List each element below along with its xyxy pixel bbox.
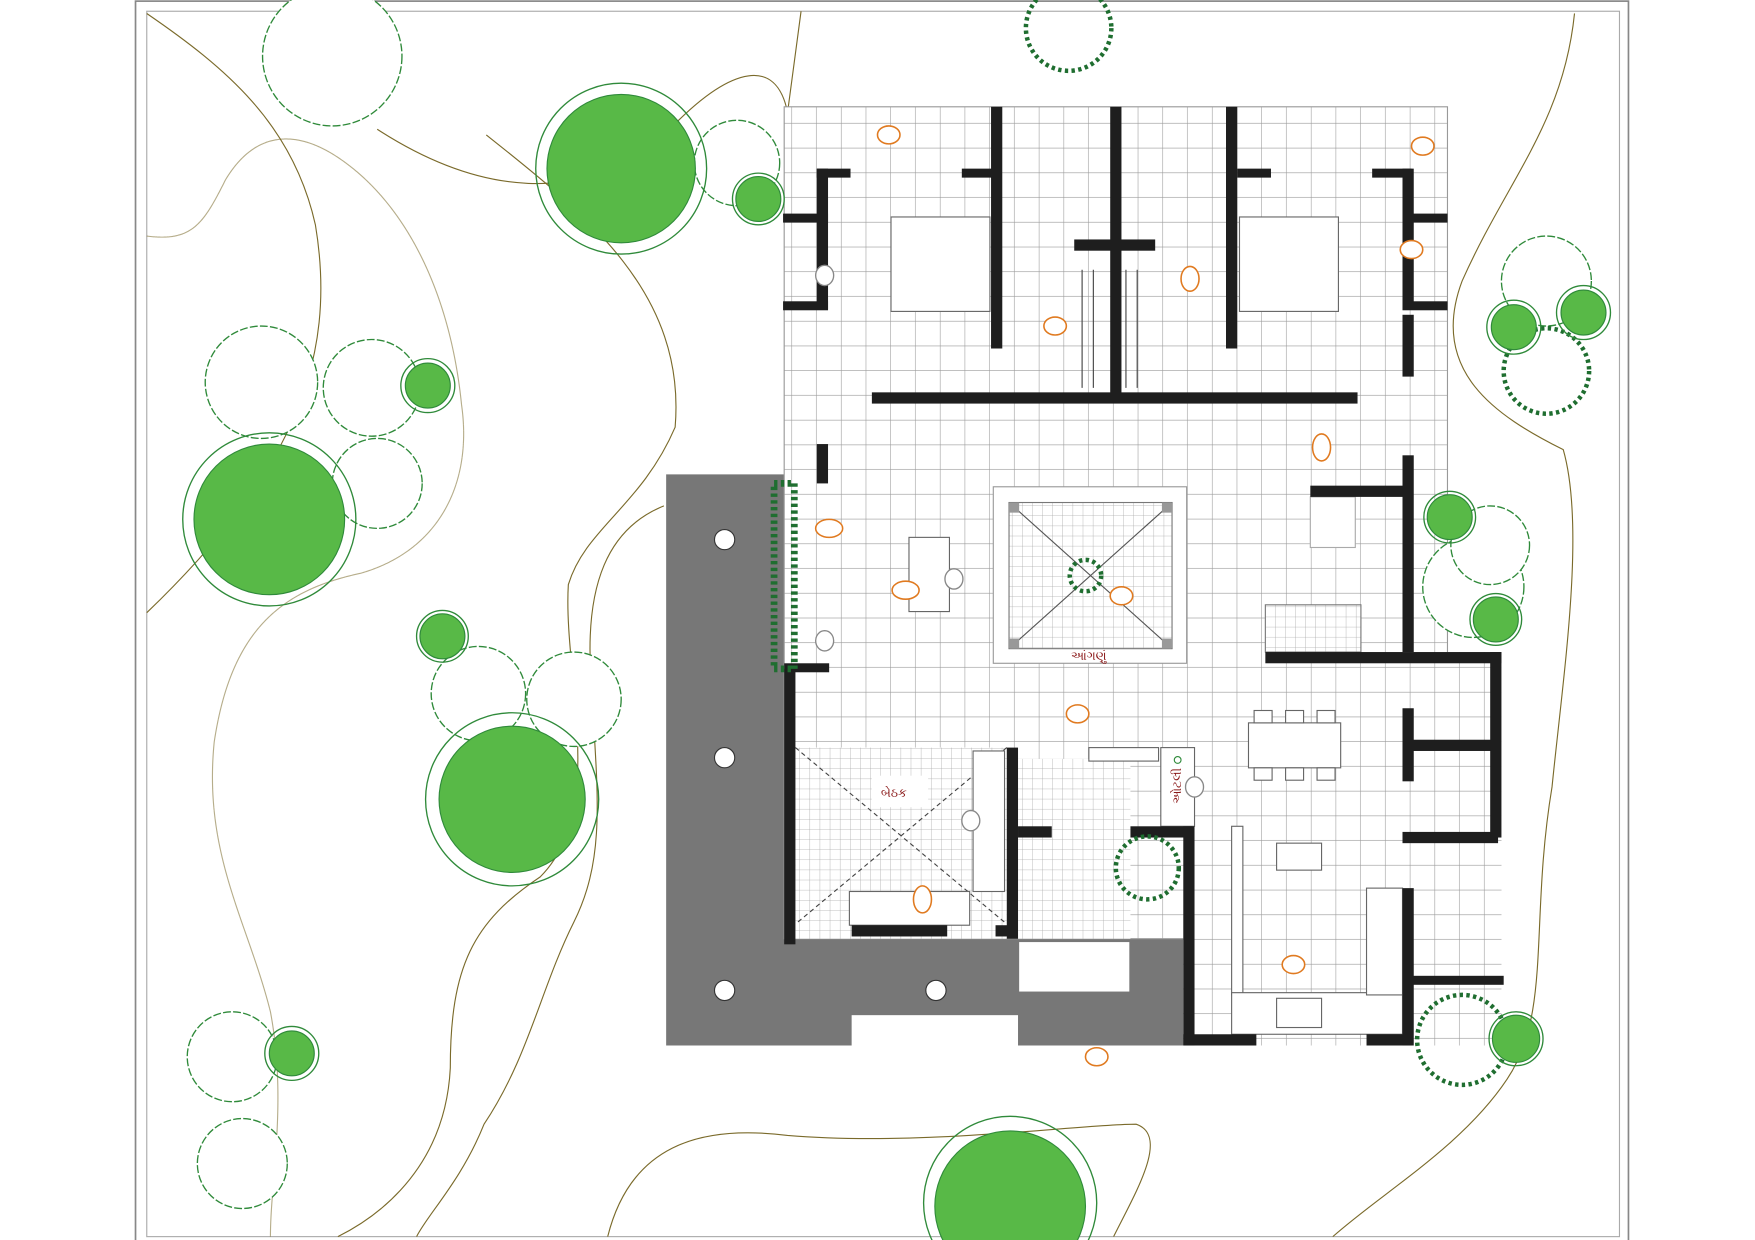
sitting-label: બેઠક — [881, 786, 907, 800]
people — [814, 125, 1435, 1067]
trees — [182, 82, 1612, 1240]
stairs — [1264, 604, 1362, 653]
courtyard: આંગણું — [992, 486, 1188, 664]
chairs — [814, 264, 1205, 832]
bed-left — [890, 216, 991, 312]
leafy-shrubs — [770, 0, 1592, 1088]
courtyard-label: આંગણું — [1071, 649, 1107, 664]
furniture — [890, 216, 1404, 1035]
kitchen-counter — [1231, 825, 1244, 996]
table-sit — [908, 536, 951, 613]
bath-fixtures — [1081, 269, 1138, 388]
sink — [1276, 842, 1323, 871]
walls — [783, 106, 1504, 1046]
otli-label: ઓટલી — [1170, 768, 1184, 804]
bed-right — [1238, 216, 1339, 312]
stove — [1276, 997, 1323, 1029]
veranda — [666, 474, 1184, 1046]
dining-table — [1247, 722, 1342, 769]
site-boundary — [134, 0, 1630, 1240]
